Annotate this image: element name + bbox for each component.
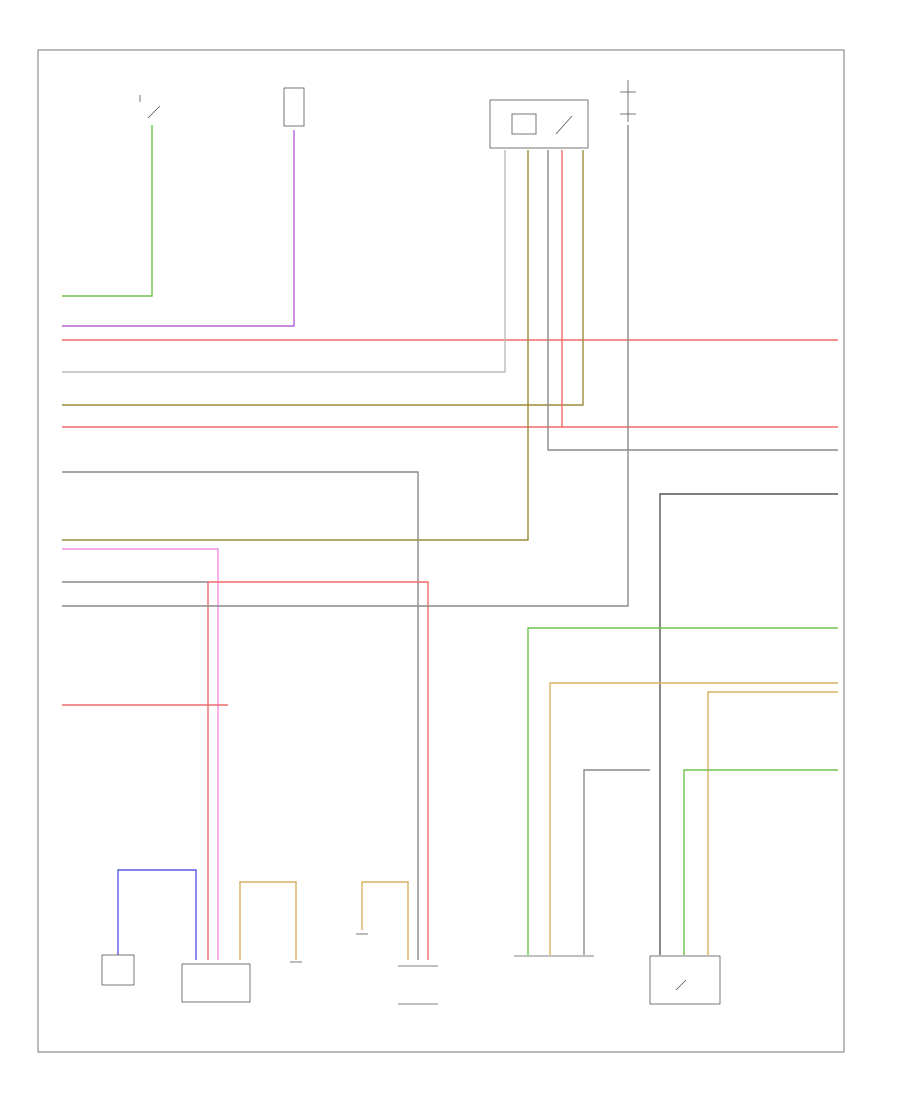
wire-blue-pressure: [117, 869, 197, 960]
wire-tan-ground: [239, 881, 297, 960]
relay-box: [489, 99, 589, 149]
pressure-sensor: [101, 954, 135, 986]
wire-grey-right: [547, 150, 838, 451]
wire-grey-brake: [62, 471, 419, 960]
wire-tan-sensor-right: [707, 691, 838, 955]
diagram-frame: [37, 49, 845, 1053]
wire-grey-relay: [62, 150, 506, 373]
fuse-top: [283, 87, 305, 127]
wire-olive-relay: [62, 150, 584, 406]
wire-tan-brake: [361, 881, 409, 960]
wire-grey-sensor-mid: [583, 769, 650, 955]
clutch-sensor: [181, 963, 251, 1003]
wire-red-clutch: [208, 581, 429, 960]
fuse-hot: [620, 80, 636, 122]
wire-green-sensor-left: [527, 627, 838, 955]
wheel-speed-right: [649, 955, 721, 1005]
wire-violet-fuse: [62, 130, 295, 327]
wire-layer: [62, 125, 838, 960]
wire-green-ignition: [62, 125, 153, 297]
ignition-switch: [139, 95, 161, 119]
wire-grey-sensor-right: [659, 493, 838, 955]
wire-olive-left: [62, 150, 529, 541]
wire-green-sensor-right: [683, 769, 838, 955]
wire-grey-hot: [62, 125, 629, 607]
brake-switch: [398, 965, 438, 1005]
component-layer: [101, 80, 721, 1005]
wire-tan-sensor-left: [549, 682, 838, 955]
wire-pink-clutch: [62, 548, 219, 960]
